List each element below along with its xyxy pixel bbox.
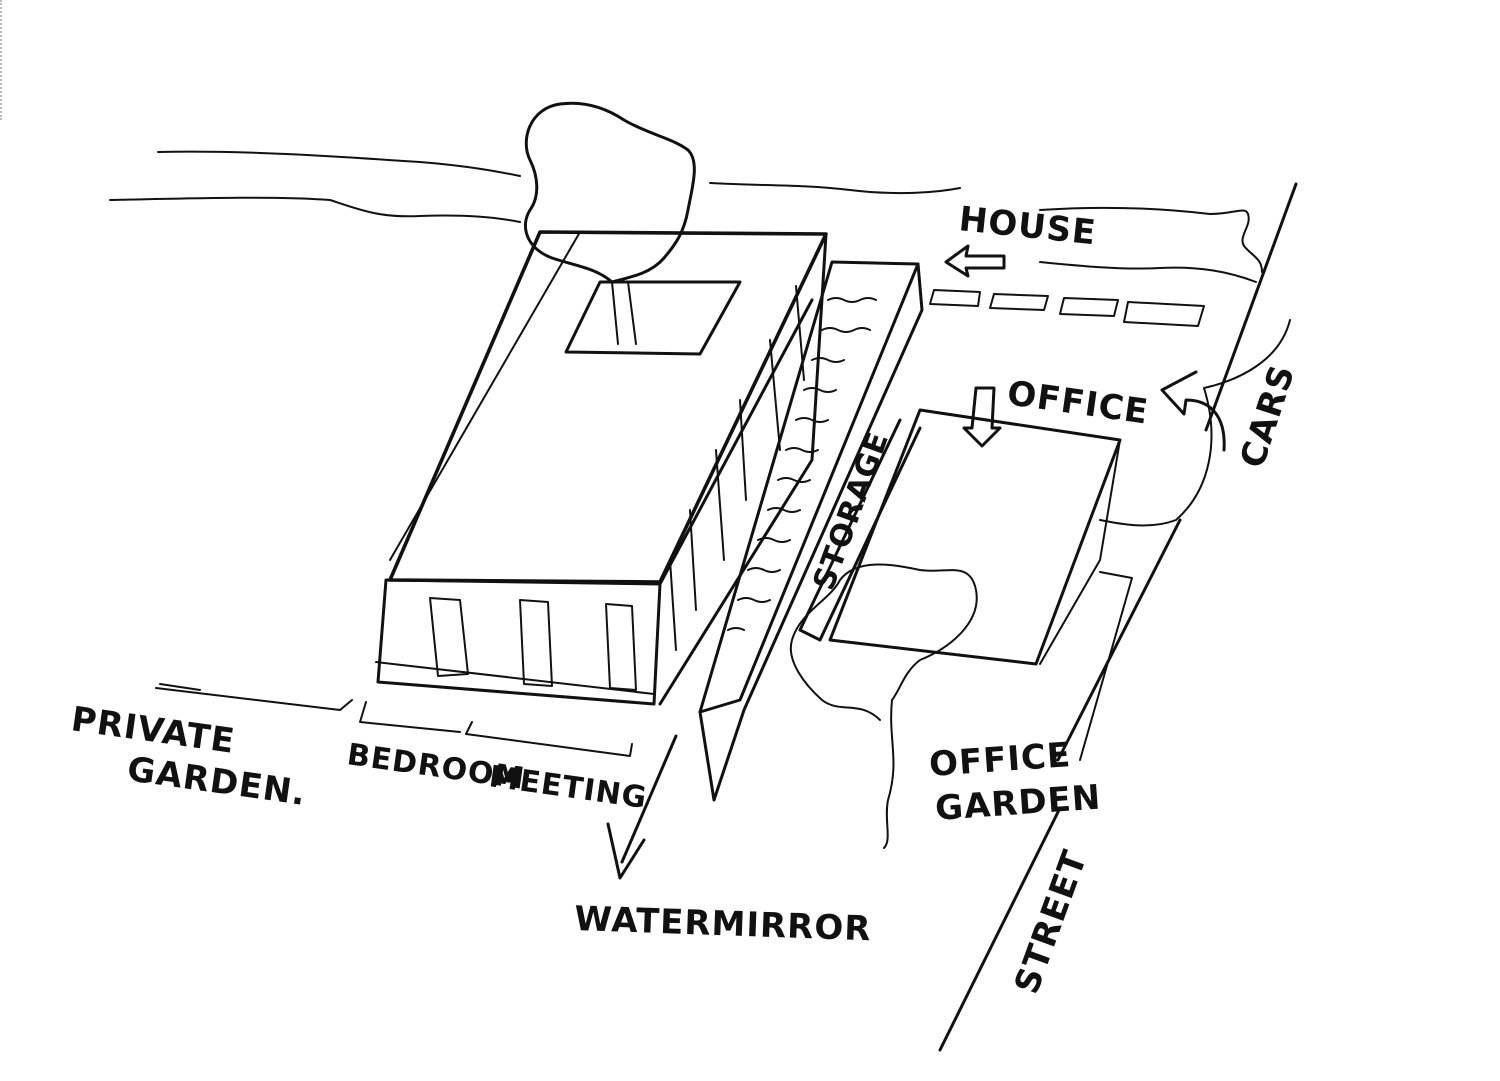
house-side-window-2	[715, 399, 747, 561]
office-side-edge	[1039, 439, 1121, 665]
house-front-window-1	[429, 597, 469, 677]
watermirror-outline	[698, 260, 920, 714]
house-block	[375, 230, 828, 706]
horizon-line-low-right	[1039, 261, 1257, 283]
street-line-bottom	[938, 806, 1062, 1052]
car-path-arrow	[1160, 370, 1226, 452]
car-path-curve	[1099, 319, 1291, 527]
horizon-lines	[109, 150, 1263, 283]
house-front-facade	[376, 578, 662, 706]
house-front-window-2	[519, 599, 553, 687]
office-garden-tree	[789, 563, 978, 849]
horizon-line-top	[157, 150, 521, 177]
scan-margin-mark	[0, 0, 4, 120]
street-line-lower	[1079, 571, 1133, 761]
label-office-garden-1: OFFICE	[928, 735, 1073, 785]
entry-path-blocks	[929, 289, 1205, 327]
label-office: OFFICE	[1005, 373, 1151, 432]
house-roof-outline	[388, 230, 828, 584]
house-roof-edge-left	[389, 231, 581, 561]
house-side-window-3	[669, 509, 697, 651]
office-arrow	[962, 386, 1002, 448]
office-block	[828, 408, 1122, 666]
house-front-window-3	[605, 603, 637, 691]
dimension-line	[155, 683, 633, 757]
label-street: STREET	[1007, 845, 1096, 999]
label-office-garden-2: GARDEN	[934, 777, 1103, 829]
street-line-right	[1056, 182, 1298, 762]
label-watermirror: WATERMIRROR	[574, 899, 872, 949]
watermirror-arrow	[606, 734, 678, 880]
office-roof-outline	[828, 408, 1122, 666]
house-side-facade	[658, 232, 828, 706]
house-front-base	[375, 661, 655, 695]
tree-trunk	[611, 281, 637, 345]
horizon-line-far-right	[1039, 206, 1263, 273]
watermirror-wall	[698, 262, 924, 802]
label-meeting: MEETING	[487, 759, 650, 816]
watermirror-ripples	[727, 297, 877, 631]
house-courtyard-opening	[564, 280, 742, 356]
house-arrow	[944, 244, 1006, 278]
watermirror-strip	[698, 260, 924, 802]
horizon-line-right	[709, 182, 961, 195]
tree-outline	[523, 101, 696, 284]
label-cars: CARS	[1233, 360, 1304, 473]
horizon-line-mid	[109, 196, 521, 223]
